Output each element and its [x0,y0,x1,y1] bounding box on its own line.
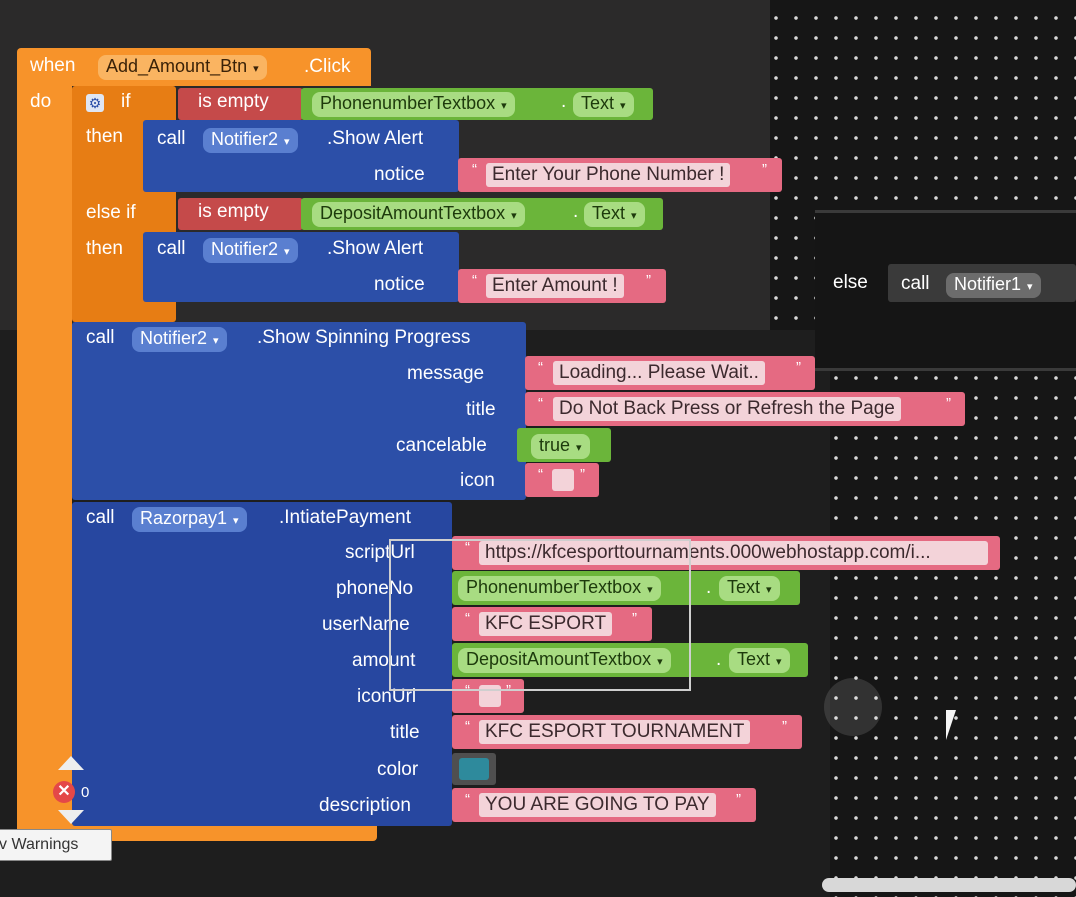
quote-open-icon: “ [538,359,543,376]
quote-close-icon: ” [796,359,801,376]
component-dropdown-notifier2-2[interactable]: Notifier2▾ [203,238,298,263]
component-dropdown-notifier2-3[interactable]: Notifier2▾ [132,327,227,352]
text-value-enter-amount[interactable]: Enter Amount ! [486,274,624,298]
dot-separator-2: . [573,201,579,222]
quote-open-icon: “ [465,539,470,556]
side-call-label: call [901,273,930,294]
notice-label-1: notice [374,164,425,185]
quote-open-icon: “ [465,791,470,808]
then-label-2: then [86,238,123,259]
else-label: else [833,272,868,293]
description-label: description [319,795,411,816]
if-label: if [121,91,131,112]
component-dropdown-add-amount-btn[interactable]: Add_Amount_Btn▾ [98,55,267,80]
text-value-script-url[interactable]: https://kfcesporttournaments.000webhosta… [479,541,988,565]
payment-title-label: title [390,722,420,743]
text-value-kfc-tournament[interactable]: KFC ESPORT TOURNAMENT [479,720,751,744]
show-warnings-button[interactable]: v Warnings [0,829,112,861]
method-label-show-alert-2: .Show Alert [327,238,424,259]
quote-open-icon: “ [538,395,543,412]
quote-open-icon: “ [538,466,543,483]
color-label: color [377,759,419,780]
component-dropdown-notifier2-1[interactable]: Notifier2▾ [203,128,298,153]
call-label-spinner: call [86,327,115,348]
quote-close-icon: ” [762,161,767,178]
quote-close-icon: ” [632,610,637,627]
color-swatch[interactable] [459,758,489,780]
quote-open-icon: “ [465,718,470,735]
iconurl-label: iconUrl [357,686,417,707]
show-alert-block-2[interactable] [143,232,459,302]
call-label-payment: call [86,507,115,528]
property-dropdown-text-3[interactable]: Text▾ [719,576,780,601]
text-value-enter-phone[interactable]: Enter Your Phone Number ! [486,163,731,187]
call-label-2: call [157,238,186,259]
method-label-payment: .IntiatePayment [279,507,412,528]
do-label: do [30,91,52,112]
when-label: when [30,55,76,76]
intiate-payment-block[interactable] [72,502,452,826]
spinner-title-label: title [466,399,496,420]
quote-close-icon: ” [736,791,741,808]
text-value-do-not-back[interactable]: Do Not Back Press or Refresh the Page [553,397,901,421]
event-body-left [17,86,72,836]
is-empty-label-1: is empty [198,91,269,112]
quote-close-icon: ” [946,395,951,412]
property-dropdown-text-1[interactable]: Text▾ [573,92,634,117]
phoneno-label: phoneNo [336,578,414,599]
component-dropdown-razorpay1[interactable]: Razorpay1▾ [132,507,247,532]
else-if-label: else if [86,202,136,223]
touch-highlight [824,678,882,736]
text-value-kfc-esport[interactable]: KFC ESPORT [479,612,613,636]
username-label: userName [322,614,410,635]
component-dropdown-phonenumber-2[interactable]: PhonenumberTextbox▾ [458,576,661,601]
then-label: then [86,126,123,147]
quote-close-icon: ” [646,272,651,289]
show-alert-block-1[interactable] [143,120,459,192]
show-warnings-up-arrow-icon[interactable] [58,756,84,770]
error-count: 0 [81,784,90,801]
text-value-empty-1[interactable] [552,469,574,491]
dot-separator-3: . [706,577,712,598]
side-component-dropdown[interactable]: Notifier1▾ [946,273,1041,298]
boolean-dropdown-true[interactable]: true▾ [531,434,590,459]
text-value-loading[interactable]: Loading... Please Wait.. [553,361,765,385]
event-name-label: .Click [304,56,351,77]
quote-close-icon: ” [580,466,585,483]
dot-separator-1: . [561,91,567,112]
is-empty-label-2: is empty [198,201,269,222]
component-dropdown-deposit[interactable]: DepositAmountTextbox▾ [312,202,525,227]
amount-label: amount [352,650,416,671]
dot-separator-4: . [716,649,722,670]
method-label-show-alert-1: .Show Alert [327,128,424,149]
component-dropdown-phonenumber[interactable]: PhonenumberTextbox▾ [312,92,515,117]
quote-open-icon: “ [465,610,470,627]
component-dropdown-deposit-2[interactable]: DepositAmountTextbox▾ [458,648,671,673]
property-dropdown-text-4[interactable]: Text▾ [729,648,790,673]
mouse-cursor-icon [946,710,956,740]
cancelable-label: cancelable [396,435,487,456]
quote-close-icon: ” [782,718,787,735]
is-empty-block-1[interactable] [178,88,303,120]
message-label: message [407,363,485,384]
gear-icon[interactable]: ⚙ [86,94,104,112]
text-value-going-to-pay[interactable]: YOU ARE GOING TO PAY [479,793,716,817]
quote-open-icon: “ [472,161,477,178]
scripturl-label: scriptUrl [345,542,415,563]
error-icon[interactable]: ✕ [53,781,75,803]
property-dropdown-text-2[interactable]: Text▾ [584,202,645,227]
is-empty-block-2[interactable] [178,198,303,230]
notice-label-2: notice [374,274,425,295]
horizontal-scrollbar[interactable] [822,878,1076,892]
quote-open-icon: “ [472,272,477,289]
show-warnings-down-arrow-icon[interactable] [58,810,84,824]
method-label-spinner: .Show Spinning Progress [257,327,471,348]
call-label-1: call [157,128,186,149]
spinner-icon-label: icon [460,470,495,491]
selection-rectangle [389,539,691,691]
